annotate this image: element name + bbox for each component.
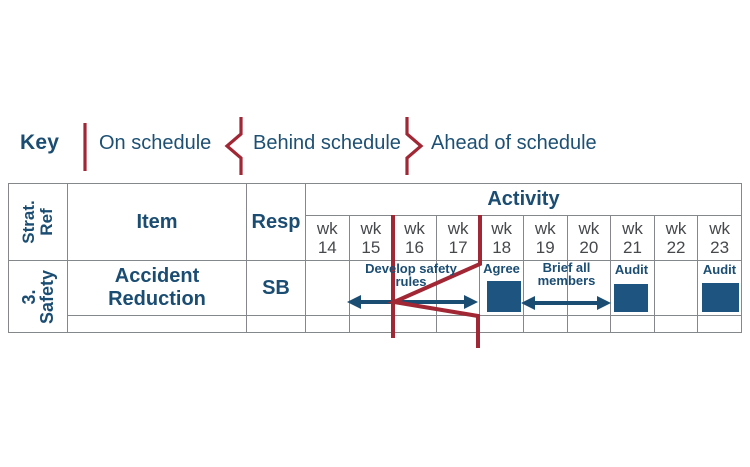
empty-cell — [348, 315, 394, 333]
ahead-of-schedule-chevron-icon — [405, 117, 424, 175]
week-number: 17 — [448, 238, 468, 257]
week-number: 16 — [405, 238, 424, 257]
header-strat-ref-cell: Strat. Ref — [8, 183, 68, 261]
key-label-behind-schedule: Behind schedule — [253, 132, 401, 154]
activity-label-audit-wk23: Audit — [702, 262, 737, 277]
week-number: 19 — [535, 238, 555, 257]
empty-cell — [697, 315, 742, 333]
key-label-ahead-of-schedule: Ahead of schedule — [431, 132, 597, 154]
week-number: 14 — [317, 238, 337, 257]
row-strat-ref-cell: 3. Safety — [8, 260, 68, 333]
week-prefix: wk — [316, 219, 338, 238]
header-item-cell: Item — [67, 183, 247, 261]
header-strat-ref-label: Strat. Ref — [19, 200, 56, 244]
empty-cell — [653, 315, 699, 333]
empty-cell — [435, 315, 481, 333]
week-number: 20 — [579, 238, 599, 257]
empty-cell — [392, 315, 437, 333]
week-prefix: wk — [622, 219, 643, 238]
empty-cell — [305, 315, 350, 333]
activity-label-brief-all-members: Brief all members — [537, 260, 596, 288]
week-number: 23 — [710, 238, 730, 257]
empty-cell — [479, 315, 524, 333]
empty-row-resp-cell — [246, 315, 306, 333]
week-prefix: wk — [491, 219, 513, 238]
header-resp-cell: Resp — [246, 183, 306, 261]
week-number: 15 — [361, 238, 381, 257]
row-item-cell: Accident Reduction — [67, 260, 247, 316]
gantt-cell-wk22 — [653, 260, 699, 316]
week-number: 22 — [666, 238, 686, 257]
week-prefix: wk — [709, 219, 731, 238]
row-strat-ref-label: 3. Safety — [19, 269, 57, 324]
row-resp-cell: SB — [246, 260, 306, 316]
activity-label-audit-wk21: Audit — [614, 262, 649, 277]
key-label-on-schedule: On schedule — [99, 132, 212, 154]
empty-cell — [522, 315, 568, 333]
header-activity-cell: Activity — [305, 183, 742, 216]
week-prefix: wk — [360, 219, 382, 238]
on-schedule-line-icon — [83, 123, 87, 171]
week-prefix: wk — [578, 219, 600, 238]
week-prefix: wk — [534, 219, 556, 238]
week-number: 21 — [622, 238, 642, 257]
week-prefix: wk — [404, 219, 425, 238]
empty-row-item-cell — [67, 315, 247, 333]
activity-label-develop-safety-rules: Develop safety rules — [365, 261, 457, 289]
week-prefix: wk — [447, 219, 469, 238]
week-number: 18 — [492, 238, 512, 257]
activity-label-agree: Agree — [483, 261, 520, 276]
behind-schedule-chevron-icon — [224, 117, 243, 175]
key-title: Key — [20, 131, 60, 154]
empty-cell — [610, 315, 655, 333]
gantt-cell-wk14 — [305, 260, 350, 316]
empty-cell — [566, 315, 612, 333]
week-prefix: wk — [665, 219, 687, 238]
